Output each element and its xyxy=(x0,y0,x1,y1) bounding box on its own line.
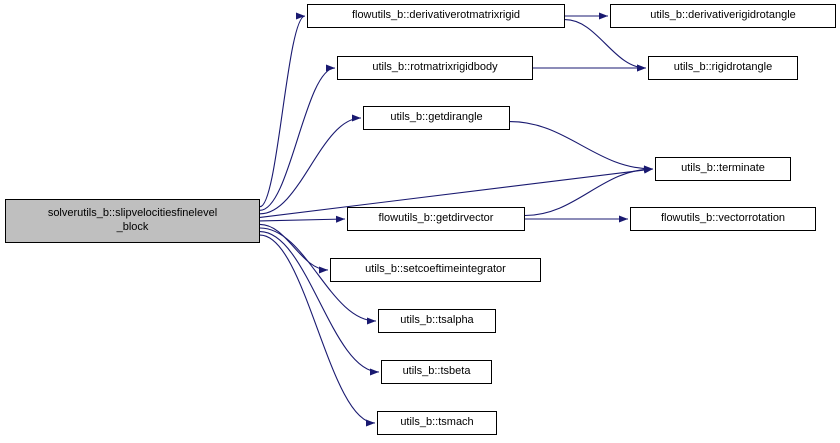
graph-node-slipvelocitiesfinelevel-block: solverutils_b::slipvelocitiesfinelevel _… xyxy=(5,199,260,243)
graph-node-label: flowutils_b::vectorrotation xyxy=(660,212,786,225)
graph-node-label: flowutils_b::getdirvector xyxy=(378,212,494,225)
graph-node-label: utils_b::rotmatrixrigidbody xyxy=(372,61,498,74)
call-edge-slipvelocitiesfinelevel-block--rotmatrixrigidbody xyxy=(259,64,336,211)
graph-node-terminate[interactable]: utils_b::terminate xyxy=(655,157,791,181)
graph-node-rigidrotangle[interactable]: utils_b::rigidrotangle xyxy=(648,56,798,80)
call-edge-slipvelocitiesfinelevel-block--tsbeta xyxy=(259,231,380,376)
call-edge-slipvelocitiesfinelevel-block--getdirvector xyxy=(259,215,346,223)
call-edge-getdirangle--terminate xyxy=(509,121,654,173)
graph-node-label: utils_b::tsalpha xyxy=(400,314,474,327)
graph-node-rotmatrixrigidbody[interactable]: utils_b::rotmatrixrigidbody xyxy=(337,56,533,80)
graph-node-label: utils_b::tsbeta xyxy=(402,365,471,378)
graph-node-label: utils_b::rigidrotangle xyxy=(673,61,773,74)
call-edge-slipvelocitiesfinelevel-block--getdirangle xyxy=(259,114,362,215)
graph-node-label: flowutils_b::derivativerotmatrixrigid xyxy=(351,9,521,22)
graph-node-label: utils_b::getdirangle xyxy=(390,111,483,124)
graph-node-vectorrotation[interactable]: flowutils_b::vectorrotation xyxy=(630,207,816,231)
graph-node-label: utils_b::derivativerigidrotangle xyxy=(650,9,796,22)
graph-node-label: utils_b::setcoeftimeintegrator xyxy=(365,263,506,276)
graph-node-label: solverutils_b::slipvelocitiesfinelevel _… xyxy=(47,207,218,233)
graph-node-setcoeftimeintegrator[interactable]: utils_b::setcoeftimeintegrator xyxy=(330,258,541,282)
graph-node-tsmach[interactable]: utils_b::tsmach xyxy=(377,411,497,435)
graph-node-getdirangle[interactable]: utils_b::getdirangle xyxy=(363,106,510,130)
graph-node-tsalpha[interactable]: utils_b::tsalpha xyxy=(378,309,496,333)
call-edge-slipvelocitiesfinelevel-block--derivativerotmatrixrigid xyxy=(259,12,306,208)
graph-node-derivativerotmatrixrigid[interactable]: flowutils_b::derivativerotmatrixrigid xyxy=(307,4,565,28)
graph-node-label: utils_b::terminate xyxy=(681,162,765,175)
graph-node-getdirvector[interactable]: flowutils_b::getdirvector xyxy=(347,207,525,231)
graph-node-label: utils_b::tsmach xyxy=(400,416,474,429)
graph-node-tsbeta[interactable]: utils_b::tsbeta xyxy=(381,360,492,384)
graph-node-derivativerigidrotangle[interactable]: utils_b::derivativerigidrotangle xyxy=(610,4,836,28)
call-edge-slipvelocitiesfinelevel-block--setcoeftimeintegrator xyxy=(259,223,329,274)
